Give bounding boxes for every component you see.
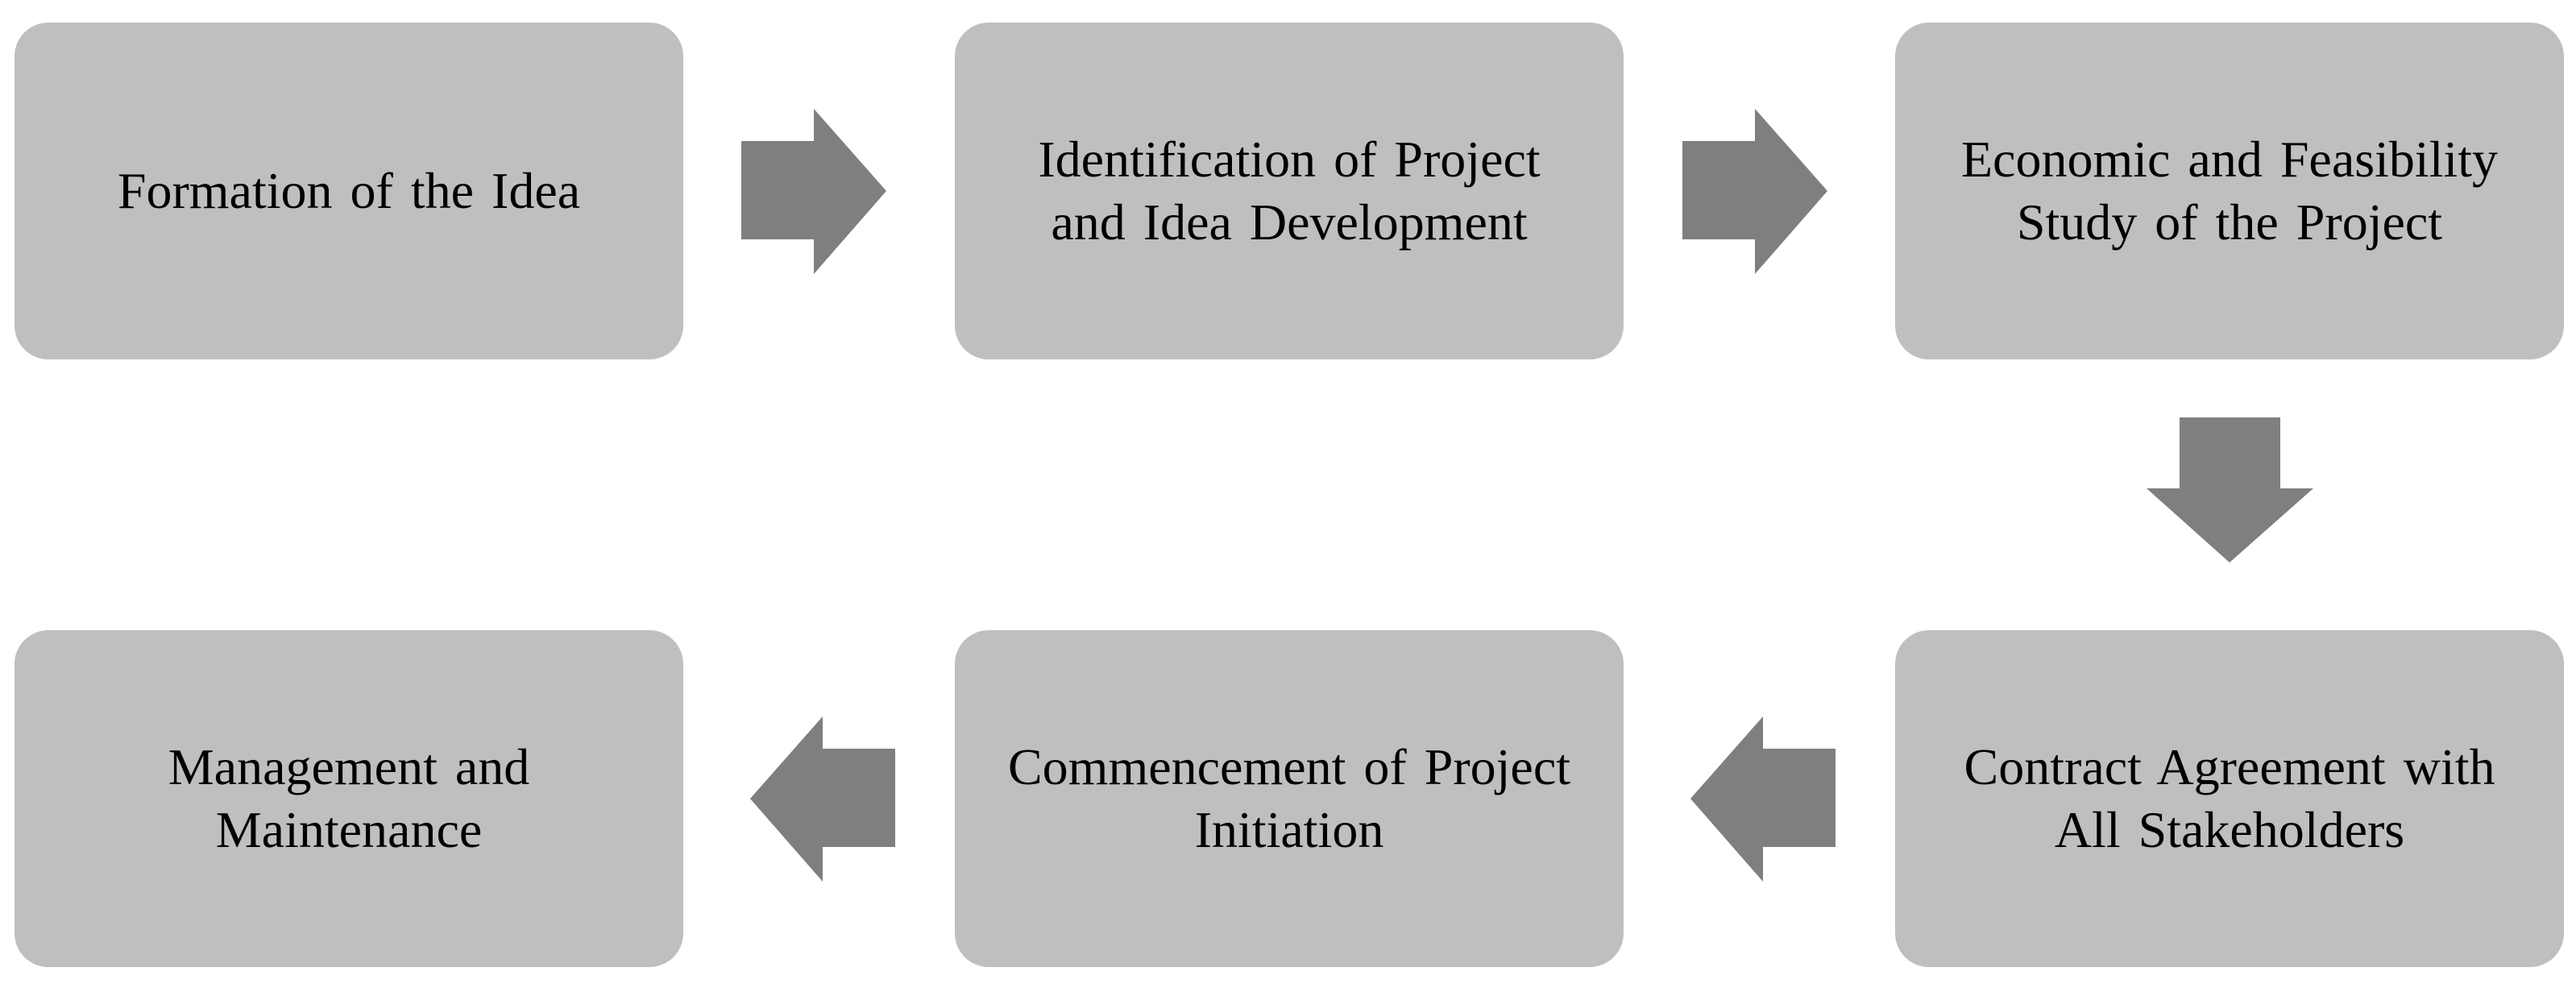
step-formation-of-idea: Formation of the Idea <box>15 23 683 359</box>
step-label: Contract Agreement with All Stakeholders <box>1964 738 2495 858</box>
arrow-left-icon <box>1690 716 1836 882</box>
arrow-left-icon <box>750 716 895 882</box>
step-identification-of-project: Identification of Project and Idea Devel… <box>955 23 1624 359</box>
step-label: Identification of Project and Idea Devel… <box>1038 131 1541 251</box>
arrow-down-icon <box>2147 417 2313 563</box>
step-label: Formation of the Idea <box>117 162 581 219</box>
step-management-and-maintenance: Management and Maintenance <box>15 630 683 967</box>
step-label: Commencement of Project Initiation <box>1007 738 1571 858</box>
arrow-right-icon <box>741 109 886 274</box>
step-contract-agreement: Contract Agreement with All Stakeholders <box>1895 630 2564 967</box>
step-commencement-of-project: Commencement of Project Initiation <box>955 630 1624 967</box>
step-label: Management and Maintenance <box>168 738 530 858</box>
step-economic-feasibility-study: Economic and Feasibility Study of the Pr… <box>1895 23 2564 359</box>
arrow-right-icon <box>1682 109 1827 274</box>
step-label: Economic and Feasibility Study of the Pr… <box>1960 131 2499 251</box>
